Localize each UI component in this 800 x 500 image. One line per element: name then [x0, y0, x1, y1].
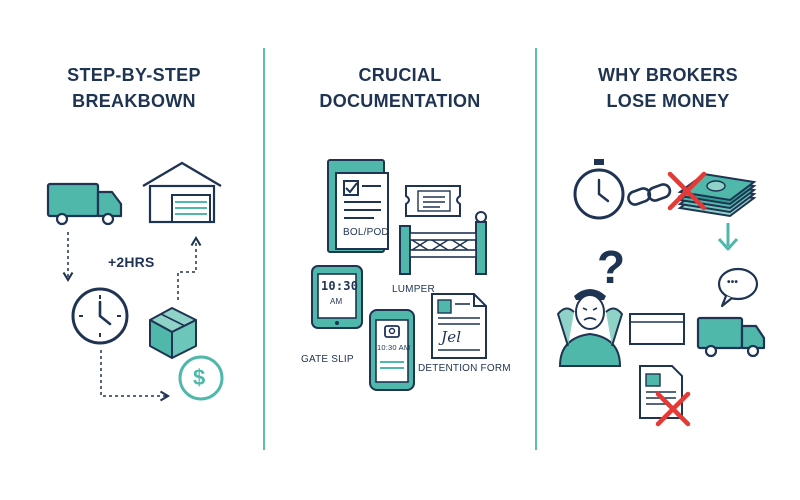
title-line-1: STEP-BY-STEP [67, 65, 201, 85]
truck-icon [46, 182, 123, 226]
bol-pod-label: BOL/POD [343, 227, 389, 238]
blank-card-icon [629, 313, 685, 345]
title-line-2: BREAKBOWN [72, 91, 196, 111]
cancel-x-icon [667, 171, 707, 211]
clock-icon [71, 287, 129, 345]
chat-dots: ••• [727, 277, 739, 288]
tablet-ampm: AM [330, 297, 343, 306]
package-box-icon [149, 307, 197, 359]
receipt-ticket-icon [405, 185, 461, 217]
tablet-clock-icon [311, 265, 363, 329]
flow-arrow-box-to-warehouse [177, 235, 202, 300]
chat-bubble-icon [717, 267, 759, 308]
flow-arrow-clock-to-dollar [100, 350, 171, 402]
tablet-time: 10:30 [321, 279, 359, 293]
detention-form-icon [431, 293, 487, 359]
dollar-symbol: $ [193, 365, 206, 390]
broken-chain-icon [627, 183, 672, 206]
bol-pod-document-icon [327, 159, 389, 253]
divider-right [535, 48, 537, 450]
smartphone-icon [369, 309, 415, 391]
dollar-coin-icon [178, 355, 224, 401]
title-line-2: LOSE MONEY [606, 91, 730, 111]
title-line-2: DOCUMENTATION [319, 91, 481, 111]
title-line-1: CRUCIAL [358, 65, 442, 85]
delivery-truck-icon [696, 316, 766, 358]
stressed-person-icon [557, 289, 623, 367]
panel-title-step-by-step: STEP-BY-STEP BREAKBOWN [4, 62, 264, 114]
detention-form-label: DETENTION FORM [418, 363, 511, 374]
delay-label: +2HRS [108, 254, 155, 270]
warehouse-icon [142, 161, 222, 224]
stopwatch-icon [573, 159, 625, 220]
cancel-x-icon [655, 391, 691, 427]
title-line-1: WHY BROKERS [598, 65, 738, 85]
down-arrow-icon [717, 223, 739, 251]
panel-title-brokers: WHY BROKERS LOSE MONEY [538, 62, 798, 114]
phone-time: 10:30 AM [377, 343, 411, 352]
gate-barrier-icon [399, 211, 487, 275]
panel-title-documentation: CRUCIAL DOCUMENTATION [270, 62, 530, 114]
gate-slip-label: GATE SLIP [301, 354, 354, 365]
signature-text: Jel [441, 328, 462, 346]
question-mark: ? [597, 241, 626, 293]
divider-left [263, 48, 265, 450]
lumper-label: LUMPER [392, 284, 435, 295]
